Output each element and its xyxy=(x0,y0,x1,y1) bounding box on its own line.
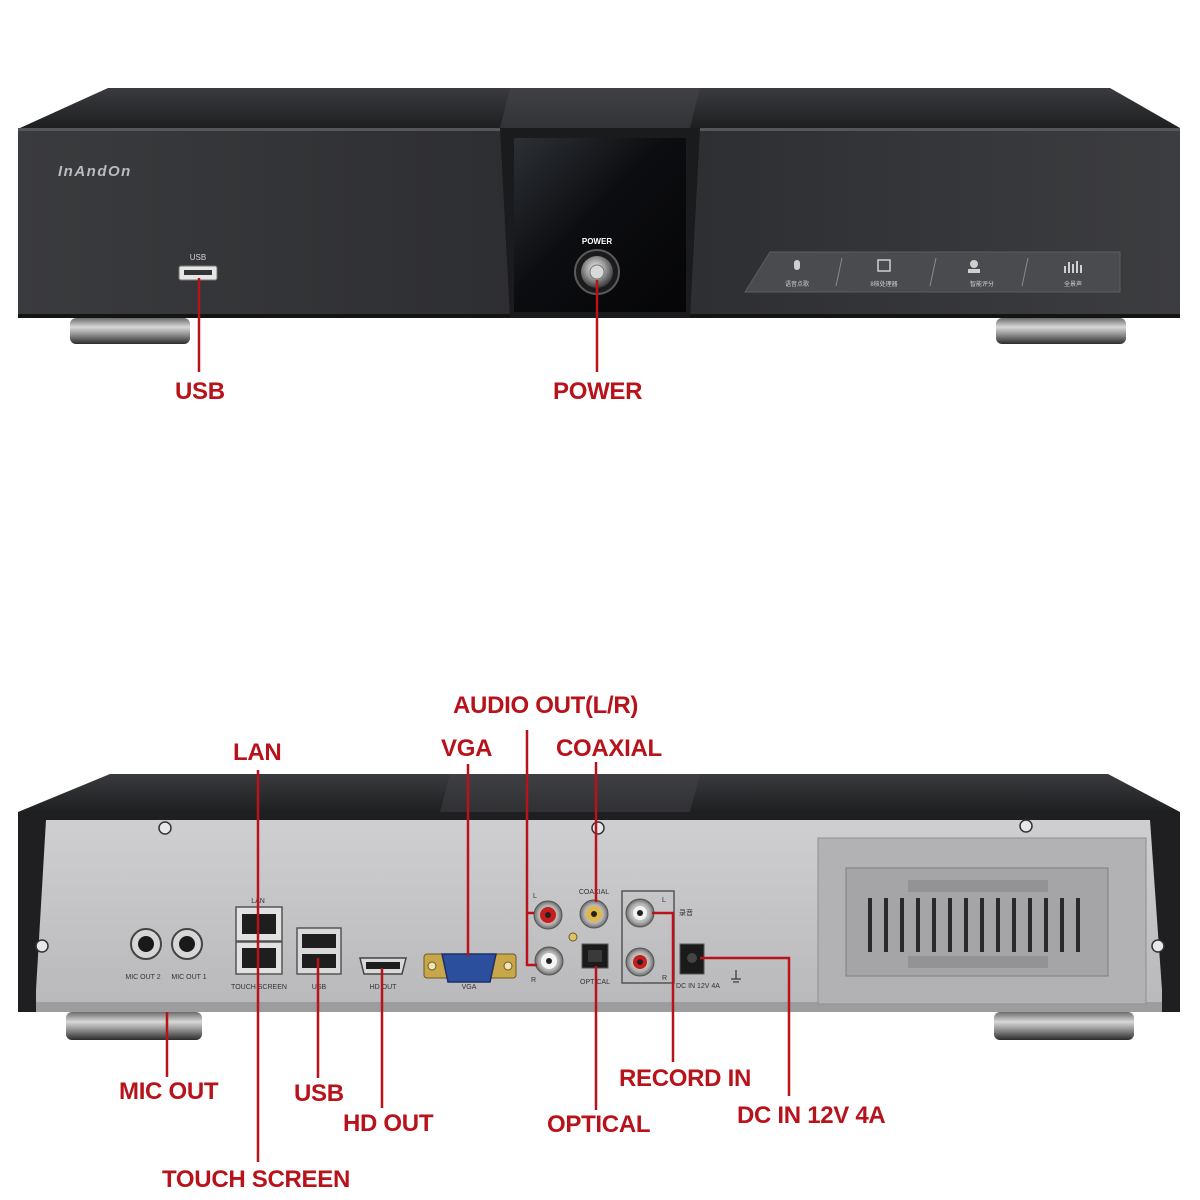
dc-in-port-pin xyxy=(687,953,697,963)
mode-label-scoring: 智能评分 xyxy=(970,280,994,288)
audio-out-r-jack[interactable] xyxy=(534,946,564,976)
callout-lan: LAN xyxy=(233,739,282,766)
front-top-sheen xyxy=(500,88,700,128)
front-foot-left xyxy=(70,318,190,344)
record-in-l-jack[interactable] xyxy=(625,898,655,928)
record-in-r-jack[interactable] xyxy=(625,947,655,977)
mode-button-surround[interactable]: 全景声 xyxy=(1064,261,1082,288)
power-label: POWER xyxy=(582,237,612,246)
callout-vga: VGA xyxy=(441,735,493,762)
power-button-center xyxy=(589,264,605,280)
mic-out-1-jack[interactable] xyxy=(171,928,203,960)
mode-button-microphone[interactable]: 语音点歌 xyxy=(785,260,809,288)
brand-logo: InAndOn xyxy=(58,163,132,180)
callout-audio-out: AUDIO OUT(L/R) xyxy=(453,692,639,719)
front-foot-right xyxy=(996,318,1126,344)
callout-dc-in: DC IN 12V 4A xyxy=(737,1102,886,1129)
audio-out-r-label: R xyxy=(531,977,536,984)
rear-top-surface xyxy=(18,774,1180,812)
callout-front-usb: USB xyxy=(175,378,225,405)
vent-top-slot xyxy=(908,880,1048,892)
scoring-icon xyxy=(970,260,978,268)
rear-top-sheen xyxy=(440,774,700,812)
record-in-l-label: L xyxy=(662,897,666,904)
mode-divider xyxy=(929,257,937,287)
microphone-icon xyxy=(794,260,800,270)
front-leader-lines xyxy=(197,278,599,372)
record-in-cn-label: 录音 xyxy=(679,908,693,917)
hd-out-port-label: HD OUT xyxy=(370,984,398,991)
callout-record-in: RECORD IN xyxy=(619,1065,751,1092)
rear-unit: MIC OUT 2 MIC OUT 1 LAN TOUCH SCREEN USB… xyxy=(18,774,1180,1040)
callout-coaxial: COAXIAL xyxy=(556,735,662,762)
front-usb-port-slot xyxy=(184,270,212,275)
ground-icon xyxy=(731,970,741,983)
scoring-icon-base xyxy=(968,269,980,273)
mode-divider xyxy=(1021,257,1029,287)
record-in-r-label: R xyxy=(662,975,667,982)
mode-button-processor[interactable]: 8核处理器 xyxy=(870,259,898,288)
mic-out-2-label: MIC OUT 2 xyxy=(125,974,160,981)
equalizer-icon xyxy=(1064,261,1082,273)
optical-port-shutter xyxy=(588,950,602,962)
mode-label-voice: 语音点歌 xyxy=(785,280,809,288)
vga-port[interactable] xyxy=(441,953,497,983)
coaxial-port-label: COAXIAL xyxy=(579,889,609,896)
callout-mic-out: MIC OUT xyxy=(119,1078,219,1105)
coaxial-jack[interactable] xyxy=(579,899,609,929)
callout-usb: USB xyxy=(294,1080,344,1107)
callout-optical: OPTICAL xyxy=(547,1111,651,1138)
mode-button-scoring[interactable]: 智能评分 xyxy=(968,260,994,288)
vent-bottom-slot xyxy=(908,956,1048,968)
mode-divider xyxy=(835,257,843,287)
callout-touch-screen: TOUCH SCREEN xyxy=(162,1166,350,1193)
effects-processor-icon xyxy=(877,259,891,272)
rear-usb-port-upper xyxy=(302,934,336,948)
mode-label-surround: 全景声 xyxy=(1064,280,1082,288)
mic-out-2-jack[interactable] xyxy=(130,928,162,960)
front-unit: InAndOn USB POWER 语音点歌 8核处理器 智能评分 xyxy=(18,88,1180,344)
callout-power: POWER xyxy=(553,378,643,405)
rear-foot-left xyxy=(66,1012,202,1040)
vent-slots xyxy=(868,898,1080,952)
vga-screw-left xyxy=(427,961,437,971)
rear-plate-bottom-lip xyxy=(36,1002,1162,1012)
gold-screw xyxy=(568,932,578,942)
rear-foot-right xyxy=(994,1012,1134,1040)
dc-in-port-label: DC IN 12V 4A xyxy=(676,983,720,990)
mic-out-1-label: MIC OUT 1 xyxy=(171,974,206,981)
rear-leader-lines xyxy=(165,730,791,1162)
callout-hd-out: HD OUT xyxy=(343,1110,434,1137)
front-usb-port-label: USB xyxy=(190,253,206,262)
audio-out-l-jack[interactable] xyxy=(533,900,563,930)
vga-port-label: VGA xyxy=(462,984,477,991)
audio-out-l-label: L xyxy=(533,893,537,900)
hd-out-port-socket xyxy=(366,962,400,969)
mode-label-processor: 8核处理器 xyxy=(870,280,897,288)
vga-screw-right xyxy=(503,961,513,971)
